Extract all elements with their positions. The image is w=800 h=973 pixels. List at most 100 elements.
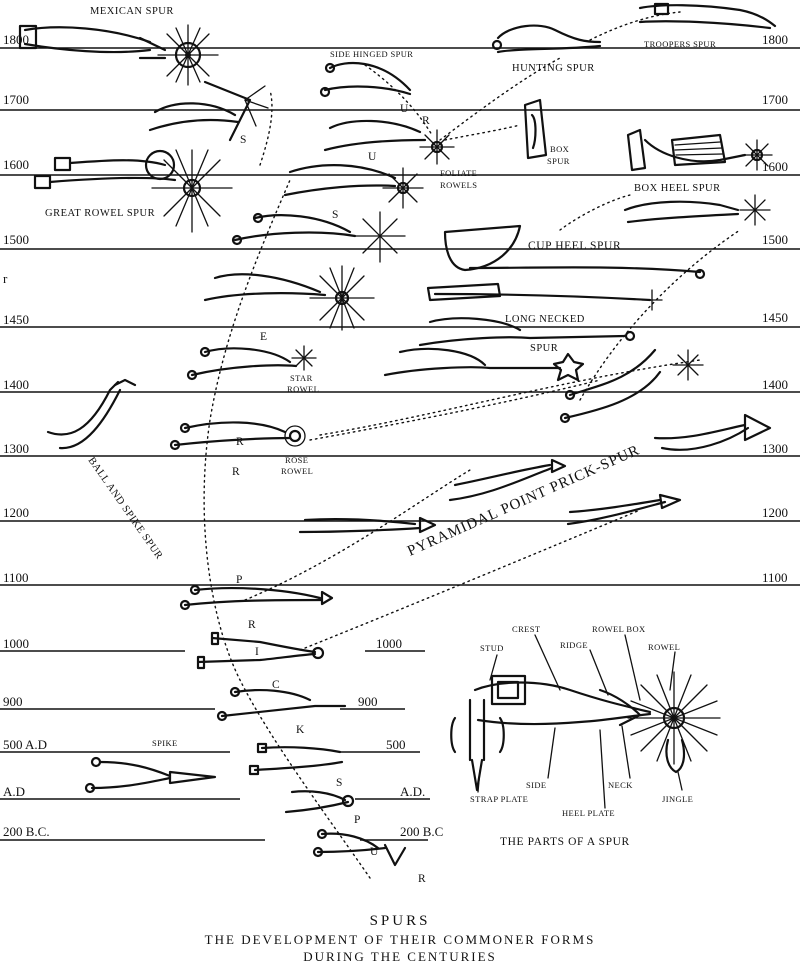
box-heel-spur	[626, 128, 773, 172]
letter-s: S	[336, 777, 343, 789]
spur-ad	[284, 790, 355, 814]
lineage-line	[444, 124, 521, 141]
year-label-1100: 1100	[3, 570, 29, 585]
spur-1400-right	[559, 348, 704, 424]
letter-p: P	[354, 814, 361, 826]
spur-500ad	[248, 742, 344, 776]
label-box-spur-line2: SPUR	[547, 156, 570, 166]
parts-title: THE PARTS OF A SPUR	[500, 836, 630, 848]
spike-spur	[84, 756, 217, 794]
year-label-right-500: 500	[386, 737, 406, 752]
spur-1700-star	[148, 80, 269, 142]
spur-1100	[179, 584, 334, 611]
year-label-1500: 1500	[3, 232, 29, 247]
year-label-1700: 1700	[3, 92, 29, 107]
lineage-line	[244, 469, 471, 601]
part-label-stud: STUD	[480, 643, 504, 653]
label-box-heel-spur: BOX HEEL SPUR	[634, 183, 721, 194]
long-necked-spur	[426, 282, 663, 311]
part-label-side: SIDE	[526, 780, 547, 790]
label-ball-and-spike-spur: BALL AND SPIKE SPUR	[86, 455, 165, 561]
troopers-spur	[638, 2, 777, 30]
year-label-ad: A.D	[3, 784, 25, 799]
spur-1475-star	[203, 265, 375, 331]
letter-u: U	[370, 846, 379, 858]
side-hinged-spur	[319, 61, 412, 98]
letter-c: C	[272, 679, 280, 691]
year-label-right-1100: 1100	[762, 570, 788, 585]
letter-r: R	[248, 619, 256, 631]
lineage-line	[299, 509, 641, 651]
great-rowel-spur-rowel	[151, 149, 233, 233]
label-great-rowel-spur: GREAT ROWEL SPUR	[45, 208, 155, 219]
lineage-line	[203, 179, 371, 879]
label-box-spur-line1: BOX	[550, 144, 569, 154]
part-label-rowel-box: ROWEL BOX	[592, 624, 646, 634]
letter-u: U	[368, 151, 377, 163]
hunting-spur	[491, 24, 602, 54]
year-label-right-900: 900	[358, 694, 378, 709]
letter-s: S	[332, 209, 339, 221]
figure-caption: SPURS THE DEVELOPMENT OF THEIR COMMONER …	[205, 913, 596, 964]
mexican-spur	[18, 24, 219, 86]
part-label-rowel: ROWEL	[648, 642, 680, 652]
rose-rowel-spur	[169, 421, 306, 451]
great-rowel-spur	[33, 149, 233, 233]
label-mexican-spur: MEXICAN SPUR	[90, 6, 174, 17]
lineage-line	[259, 89, 273, 166]
parts-of-a-spur-illustration	[450, 634, 721, 809]
year-label-1800: 1800	[3, 32, 29, 47]
year-label-1450: 1450	[3, 312, 29, 327]
year-label-900: 900	[3, 694, 23, 709]
mexican-spur-rowel	[157, 24, 219, 86]
label-foliate-rowels-line2: ROWELS	[440, 180, 477, 190]
lineage-letters: U R U S S E R R P R I C K S P U R	[232, 103, 430, 885]
year-label-1600: 1600	[3, 157, 29, 172]
spur-1300-right	[653, 413, 772, 451]
year-label-1400: 1400	[3, 377, 29, 392]
spur-1000	[196, 631, 325, 670]
letter-r: R	[236, 436, 244, 448]
spur-star-rowel-1400	[383, 347, 585, 382]
label-troopers-spur: TROOPERS SPUR	[644, 39, 716, 49]
lineage-line	[589, 11, 681, 41]
label-star-rowel-line2: ROWEL	[287, 384, 319, 394]
label-cup-heel-spur: CUP HEEL SPUR	[528, 240, 621, 252]
year-labels-right: 1800 1700 1600 1500 1450 1400 1300 1200 …	[358, 32, 788, 839]
label-pyramidal-point-prick-spur: PYRAMIDAL POINT PRICK-SPUR	[405, 442, 642, 559]
year-label-1300: 1300	[3, 441, 29, 456]
year-label-right-1500: 1500	[762, 232, 788, 247]
year-label-right-1400: 1400	[762, 377, 788, 392]
era-lines	[0, 47, 800, 841]
label-side-hinged-spur: SIDE HINGED SPUR	[330, 49, 413, 59]
cup-heel-spur	[443, 224, 706, 280]
part-label-crest: CREST	[512, 624, 541, 634]
year-label-right-1600: 1600	[762, 159, 788, 174]
box-spur	[523, 98, 548, 160]
ball-and-spike-spur-early	[46, 378, 137, 450]
part-label-ridge: RIDGE	[560, 640, 588, 650]
year-label-stray-r: r	[3, 271, 8, 286]
label-hunting-spur: HUNTING SPUR	[512, 63, 595, 74]
spur-900	[216, 686, 347, 722]
label-spur: SPUR	[530, 343, 558, 354]
year-label-right-1450: 1450	[762, 310, 788, 325]
part-label-jingle: JINGLE	[662, 794, 693, 804]
label-spike: SPIKE	[152, 738, 178, 748]
spur-drawings	[18, 2, 777, 867]
letter-u: U	[400, 103, 409, 115]
year-label-right-1300: 1300	[762, 441, 788, 456]
parts-of-a-spur-labels: STUD CREST RIDGE ROWEL BOX ROWEL SIDE ST…	[470, 624, 693, 848]
caption-line-2: DURING THE CENTURIES	[303, 949, 497, 964]
year-label-200bc: 200 B.C.	[3, 824, 50, 839]
lineage-line	[309, 379, 601, 441]
caption-line-1: THE DEVELOPMENT OF THEIR COMMONER FORMS	[205, 932, 596, 947]
label-long-necked: LONG NECKED	[505, 314, 585, 325]
star-rowel-spur	[186, 345, 317, 381]
lineage-line	[439, 57, 561, 141]
year-label-right-1700: 1700	[762, 92, 788, 107]
label-rose-rowel-line1: ROSE	[285, 455, 308, 465]
parts-spur-rowel	[627, 671, 721, 765]
part-label-strap-plate: STRAP PLATE	[470, 794, 528, 804]
lineage-line	[319, 359, 701, 436]
